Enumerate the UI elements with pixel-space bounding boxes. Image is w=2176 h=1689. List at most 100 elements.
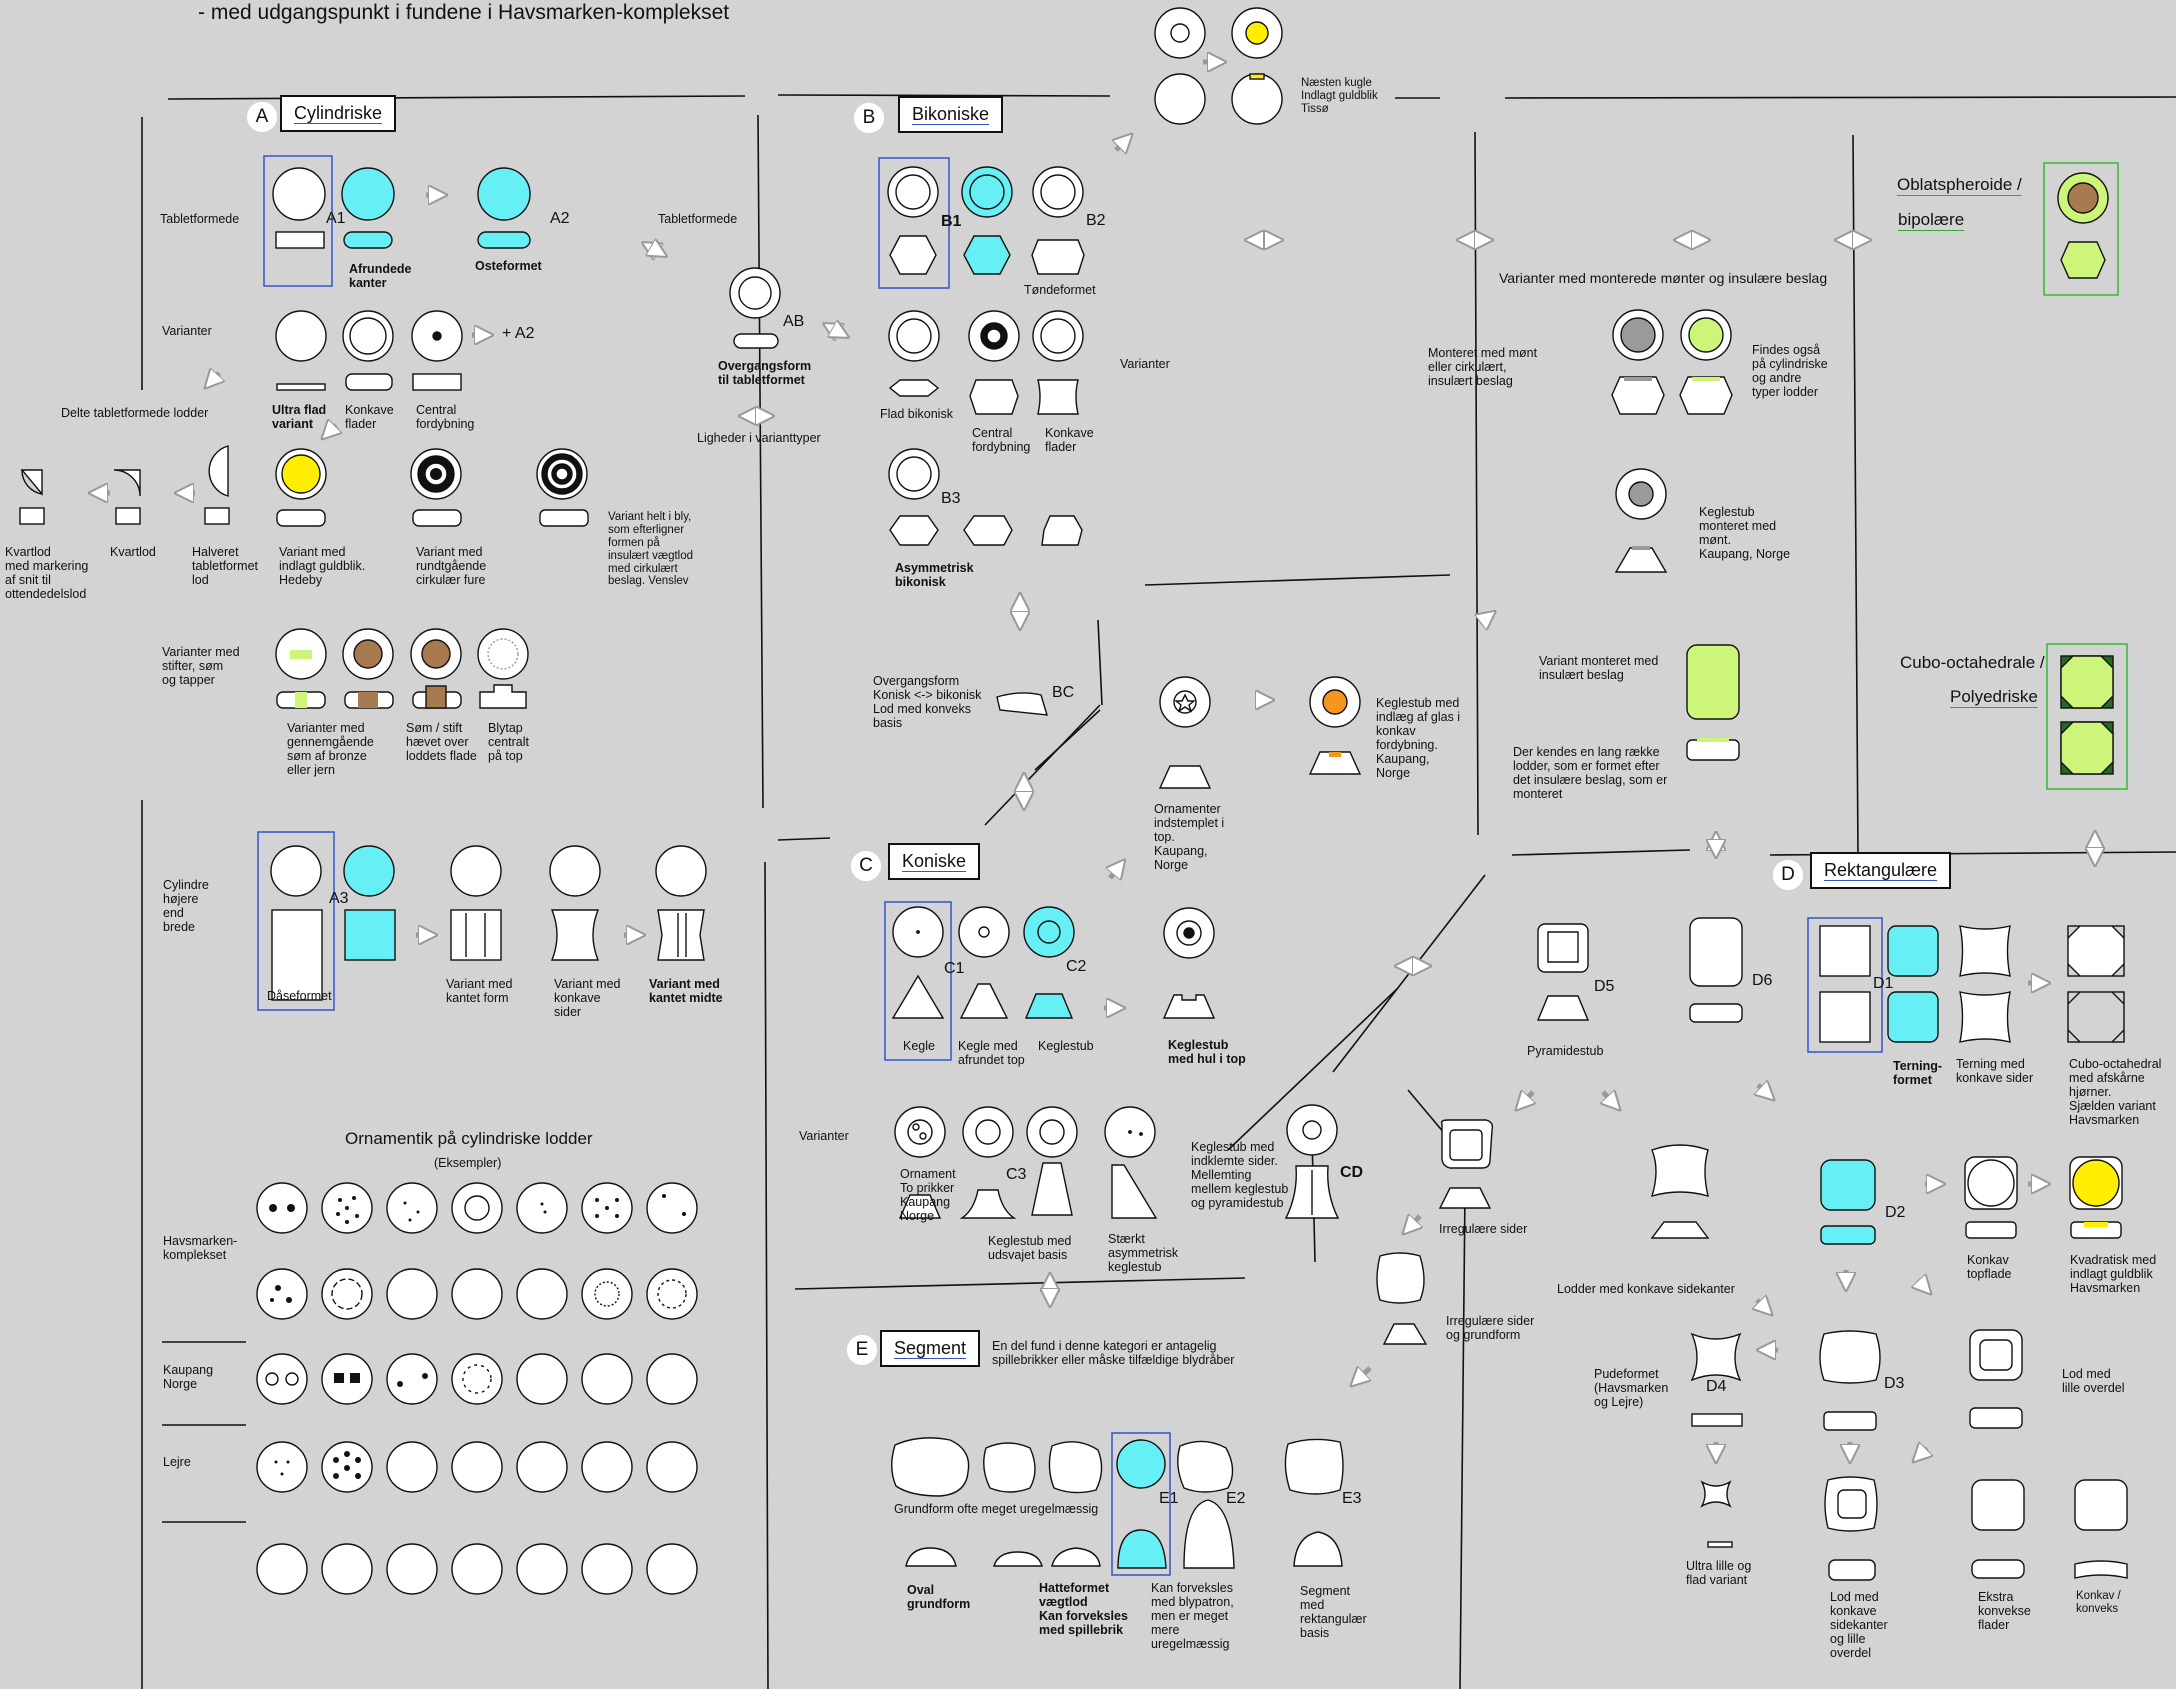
label-flad-bikonisk: Flad bikonisk <box>880 407 953 421</box>
label-daaseformet: Dåseformet <box>267 989 332 1003</box>
label-blytap: Blytap centralt på top <box>488 721 529 763</box>
label-naesten-kugle: Næsten kugle Indlagt guldblik Tissø <box>1301 77 1378 116</box>
page-subtitle: - med udgangspunkt i fundene i Havsmarke… <box>198 1 729 25</box>
code-b1: B1 <box>941 213 961 231</box>
label-central-fordybning-a: Central fordybning <box>416 403 474 431</box>
label-lang-raekke: Der kendes en lang række lodder, som er … <box>1513 745 1667 801</box>
label-lod-lille-overdel: Lod med lille overdel <box>2062 1367 2125 1395</box>
label-kvartlod-markering: Kvartlod med markering af snit til otten… <box>5 545 88 601</box>
section-b-title: Bikoniske <box>898 96 1003 133</box>
code-bc: BC <box>1052 684 1074 702</box>
label-konkav-konveks: Konkav / konveks <box>2076 1590 2121 1616</box>
code-ab: AB <box>783 313 804 331</box>
section-c-letter: C <box>851 851 881 881</box>
code-d6: D6 <box>1752 972 1772 990</box>
label-bly: Variant helt i bly, som efterligner form… <box>608 511 693 588</box>
label-kegle: Kegle <box>903 1039 935 1053</box>
code-a3: A3 <box>329 890 349 908</box>
label-osteformet: Osteformet <box>475 259 542 273</box>
section-a-title: Cylindriske <box>280 95 396 132</box>
label-kan-forveksles-blypatron: Kan forveksles med blypatron, men er meg… <box>1151 1581 1234 1651</box>
section-e-title: Segment <box>880 1330 980 1367</box>
label-kantet-midte: Variant med kantet midte <box>649 977 723 1005</box>
label-varianter-c: Varianter <box>799 1129 849 1143</box>
label-irregulaere-grundform: Irregulære sider og grundform <box>1446 1314 1534 1342</box>
label-eksempler: (Eksempler) <box>434 1156 501 1170</box>
label-varianter-a: Varianter <box>162 324 212 338</box>
label-lod-konkave-sidekanter: Lod med konkave sidekanter og lille over… <box>1830 1590 1888 1660</box>
code-d5: D5 <box>1594 978 1614 996</box>
section-bc-extras <box>1160 677 1360 788</box>
label-keglestub-glas: Keglestub med indlæg af glas i konkav fo… <box>1376 696 1460 780</box>
code-c1: C1 <box>944 960 964 978</box>
section-b-letter: B <box>854 103 884 133</box>
label-soem-stift: Søm / stift hævet over loddets flade <box>406 721 477 763</box>
label-afrundede: Afrundede kanter <box>349 262 412 290</box>
label-ornament-to-prikker: Ornament To prikker Kaupang Norge <box>900 1167 956 1223</box>
label-staerkt-asym: Stærkt asymmetrisk keglestub <box>1108 1232 1178 1274</box>
label-tabletformede-ab: Tabletformede <box>658 212 737 226</box>
code-e1: E1 <box>1159 1490 1179 1508</box>
label-tabletformede-a: Tabletformede <box>160 212 239 226</box>
label-oblat: Oblatspheroide / <box>1897 175 2022 195</box>
label-keglestub-monteret: Keglestub monteret med mønt. Kaupang, No… <box>1699 505 1790 561</box>
label-havsmarken-kompl: Havsmarken- komplekset <box>163 1234 237 1262</box>
label-hatteformet: Hatteformet vægtlod Kan forveksles med s… <box>1039 1581 1128 1637</box>
code-c3: C3 <box>1006 1166 1026 1184</box>
label-keglestub-hul: Keglestub med hul i top <box>1168 1038 1246 1066</box>
label-keglestub-indklemte: Keglestub med indklemte sider. Mellemtin… <box>1191 1140 1288 1210</box>
label-segment-rekt: Segment med rektangulær basis <box>1300 1584 1367 1640</box>
label-ornamentik-title: Ornamentik på cylindriske lodder <box>345 1129 593 1148</box>
label-central-fordybning-b: Central fordybning <box>972 426 1030 454</box>
label-pyramidestub: Pyramidestub <box>1527 1044 1603 1058</box>
label-ultra-flad: Ultra flad variant <box>272 403 326 431</box>
code-a1: A1 <box>326 210 346 228</box>
label-varianter-monterede: Varianter med monterede mønter og insulæ… <box>1499 271 1827 287</box>
label-grundform-uregel: Grundform ofte meget uregelmæssig <box>894 1502 1098 1516</box>
label-keglestub: Keglestub <box>1038 1039 1094 1053</box>
label-irregulaere-sider: Irregulære sider <box>1439 1222 1527 1236</box>
label-kantet-form: Variant med kantet form <box>446 977 512 1005</box>
label-keglestub-udsvajet: Keglestub med udsvajet basis <box>988 1234 1071 1262</box>
code-b2: B2 <box>1086 212 1106 230</box>
label-halveret: Halveret tabletformet lod <box>192 545 258 587</box>
label-kvartlod: Kvartlod <box>110 545 156 559</box>
label-overgang-ab: Overgangsform til tabletformet <box>718 359 811 387</box>
label-kvadratisk-guldblik: Kvadratisk med indlagt guldblik Havsmark… <box>2070 1253 2156 1295</box>
label-varianter-b: Varianter <box>1120 357 1170 371</box>
code-cd: CD <box>1340 1164 1363 1182</box>
ornament-dots <box>269 1194 686 1479</box>
code-d2: D2 <box>1885 1204 1905 1222</box>
label-pudeformet: Pudeformet (Havsmarken og Lejre) <box>1594 1367 1668 1409</box>
label-findes-ogsaa: Findes også på cylindriske og andre type… <box>1752 343 1828 399</box>
label-terningformet: Terning- formet <box>1893 1059 1942 1087</box>
label-rundtgaaende: Variant med rundtgående cirkulær fure <box>416 545 486 587</box>
label-overgang-bc: Overgangsform Konisk <-> bikonisk Lod me… <box>873 674 981 730</box>
label-kegle-afrundet: Kegle med afrundet top <box>958 1039 1025 1067</box>
label-monteret-moent: Monteret med mønt eller cirkulært, insul… <box>1428 346 1537 388</box>
label-delte: Delte tabletformede lodder <box>61 406 208 420</box>
code-b3: B3 <box>941 490 961 508</box>
double-arrows <box>645 240 2095 1304</box>
label-terning-konkave: Terning med konkave sider <box>1956 1057 2033 1085</box>
code-a2: A2 <box>550 210 570 228</box>
label-cyl-hoejere: Cylindre højere end brede <box>163 878 209 934</box>
code-e3: E3 <box>1342 1490 1362 1508</box>
label-stifter: Varianter med stifter, søm og tapper <box>162 645 240 687</box>
label-lodder-konkave: Lodder med konkave sidekanter <box>1557 1282 1735 1296</box>
label-asymmetrisk-bikonisk: Asymmetrisk bikonisk <box>895 561 974 589</box>
label-ligheder: Ligheder i varianttyper <box>697 431 821 445</box>
label-oval-grundform: Oval grundform <box>907 1583 970 1611</box>
ornament-circles <box>257 1183 697 1594</box>
label-konkave-flader-b: Konkave flader <box>1045 426 1094 454</box>
code-d4: D4 <box>1706 1378 1726 1396</box>
section-d-shapes <box>1377 918 2127 1580</box>
label-cubo-afskaarne: Cubo-octahedral med afskårne hjørner. Sj… <box>2069 1057 2161 1127</box>
label-ornamenter-indstemplet: Ornamenter indstemplet i top. Kaupang, N… <box>1154 802 1224 872</box>
code-plus-a2: + A2 <box>502 325 534 343</box>
insular-mount-shapes <box>1612 163 2127 789</box>
section-b-shapes <box>730 8 1282 715</box>
label-lejre: Lejre <box>163 1455 191 1469</box>
label-polyedriske: Polyedriske <box>1950 687 2038 707</box>
